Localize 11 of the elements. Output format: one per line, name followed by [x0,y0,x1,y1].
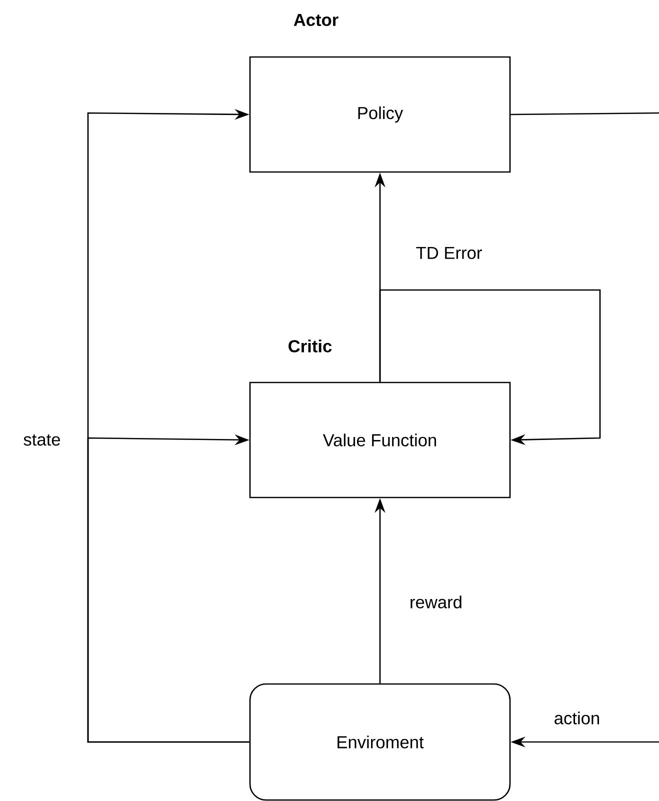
process-box: Value Function [249,382,511,498]
heading: Critic [288,340,332,352]
edge-label: reward [408,594,464,610]
process-box: Policy [249,56,511,173]
edge-label: action [552,710,602,726]
process-box: Enviroment [249,683,511,801]
edge-label: state [22,433,62,448]
arrow [379,289,601,446]
arrow [87,434,250,743]
heading: Actor [294,14,338,26]
edge-label: TD Error [414,246,484,260]
